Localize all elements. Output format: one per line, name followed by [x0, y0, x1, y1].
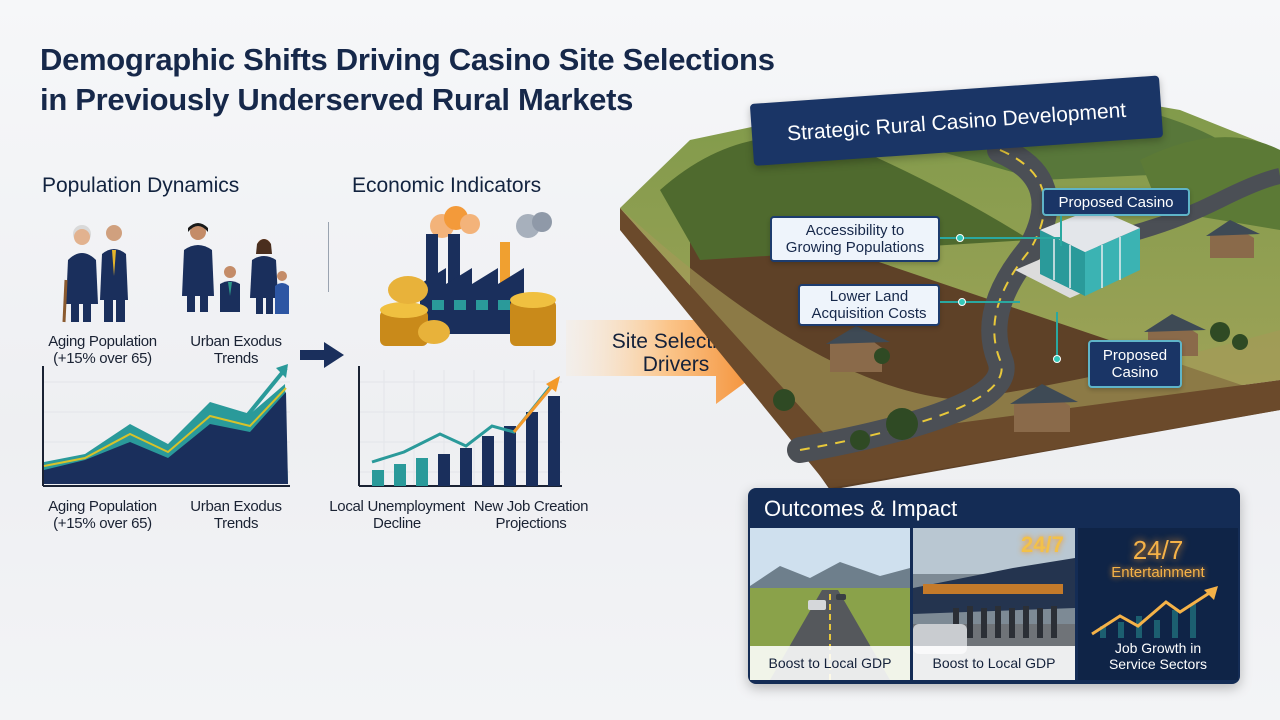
population-dynamics-heading: Population Dynamics	[42, 174, 240, 197]
accessibility-callout-line-1: Accessibility to	[805, 222, 905, 239]
coin-stack-right	[510, 292, 556, 346]
casino-bottom-marker	[1053, 355, 1061, 363]
crowd-sign-247: 24/7	[1021, 532, 1064, 557]
bar-4	[438, 454, 450, 486]
bar-1	[372, 470, 384, 486]
bar-2	[394, 464, 406, 486]
job-growth-caption-line-2: Service Sectors	[1108, 656, 1208, 672]
aging-population-label-line-2: (+15% over 65)	[53, 350, 152, 367]
unemployment-caption-line-1: Local Unemployment	[329, 498, 465, 515]
job-growth-caption-line-1: Job Growth in	[1114, 640, 1202, 656]
aging-population-caption: Aging Population (+15% over 65)	[40, 498, 165, 532]
unemployment-caption: Local Unemployment Decline	[326, 498, 468, 532]
urban-exodus-label-line-1: Urban Exodus	[190, 333, 282, 350]
job-creation-caption: New Job Creation Projections	[470, 498, 592, 532]
page-title: Demographic Shifts Driving Casino Site S…	[40, 40, 940, 120]
proposed-casino-callout-bottom-line-1: Proposed	[1102, 347, 1168, 364]
accessibility-marker	[956, 234, 964, 242]
site-selection-label-line-2: Drivers	[642, 353, 710, 376]
outcomes-panel: Outcomes & Impact Boost to Local GDP	[748, 488, 1240, 684]
orange-trend-arrow-head	[546, 376, 560, 392]
bar-5	[460, 448, 472, 486]
bar-9	[548, 396, 560, 486]
factory-coins-icon	[380, 206, 556, 346]
outcome-caption-gdp-2: Boost to Local GDP	[913, 646, 1075, 680]
family-icon	[182, 223, 289, 314]
farm-houses	[826, 220, 1260, 432]
smoke-clouds	[430, 206, 552, 238]
aging-population-label-line-1: Aging Population	[48, 333, 157, 350]
proposed-casino-callout-bottom: Proposed Casino	[1088, 340, 1182, 388]
trend-arrow-shaft	[244, 366, 288, 419]
land-cost-callout-line-1: Lower Land	[829, 288, 909, 305]
land-cost-marker	[958, 298, 966, 306]
outcomes-heading: Outcomes & Impact	[764, 496, 958, 521]
factory-building	[420, 268, 524, 334]
accessibility-connector	[940, 237, 1060, 239]
bar-6	[482, 436, 494, 486]
casino-top-connector	[1060, 216, 1062, 246]
outcome-caption-gdp-1: Boost to Local GDP	[750, 646, 910, 680]
flow-arrow-icon	[300, 342, 344, 368]
accessibility-callout-line-2: Growing Populations	[785, 239, 925, 256]
land-cost-callout-line-2: Acquisition Costs	[811, 305, 927, 322]
job-creation-caption-line-2: Projections	[495, 515, 567, 532]
unemployment-caption-line-2: Decline	[373, 515, 421, 532]
trees	[773, 322, 1248, 450]
job-creation-caption-line-1: New Job Creation	[473, 498, 589, 515]
bar-3	[416, 458, 428, 486]
outcome-panel-crowd: 24/7 Boost to Local GDP	[913, 528, 1075, 680]
bar-8	[526, 412, 538, 486]
title-line-2: in Previously Underserved Rural Markets	[40, 82, 634, 117]
yellow-trend-line	[43, 387, 287, 467]
urban-exodus-label-line-2: Trends	[213, 350, 259, 367]
outcome-panel-road: Boost to Local GDP	[750, 528, 910, 680]
proposed-casino-callout-bottom-line-2: Casino	[1111, 364, 1159, 381]
growth-arrow-chart	[1091, 586, 1218, 638]
urban-exodus-caption-line-2: Trends	[213, 515, 259, 532]
economic-bar-chart	[358, 366, 562, 487]
aging-population-label: Aging Population (+15% over 65)	[40, 333, 165, 367]
outcome-panel-growth: 24/7 Entertainment Job Growth in Service…	[1078, 528, 1238, 680]
urban-exodus-caption: Urban Exodus Trends	[176, 498, 296, 532]
population-trend-chart	[42, 364, 290, 487]
coin-stack-left	[380, 276, 450, 346]
aging-population-caption-line-2: (+15% over 65)	[53, 515, 152, 532]
urban-exodus-label: Urban Exodus Trends	[176, 333, 296, 367]
section-divider	[328, 222, 329, 292]
urban-exodus-caption-line-1: Urban Exodus	[190, 498, 282, 515]
job-growth-caption: Job Growth in Service Sectors	[1078, 640, 1238, 672]
economic-indicators-heading: Economic Indicators	[352, 174, 542, 197]
casino-bottom-connector	[1056, 312, 1058, 360]
land-cost-callout: Lower Land Acquisition Costs	[798, 284, 940, 326]
elderly-couple-icon	[62, 225, 128, 323]
aging-population-caption-line-1: Aging Population	[48, 498, 157, 515]
trend-arrow-head	[276, 364, 288, 378]
bar-7	[504, 426, 516, 486]
proposed-casino-callout-top: Proposed Casino	[1042, 188, 1190, 216]
orange-trend-arrow	[512, 383, 556, 433]
accessibility-callout: Accessibility to Growing Populations	[770, 216, 940, 262]
entertainment-label: Entertainment	[1111, 564, 1205, 581]
headline-247: 24/7	[1132, 535, 1184, 565]
title-line-1: Demographic Shifts Driving Casino Site S…	[40, 42, 775, 77]
casino-building	[1015, 208, 1140, 298]
navy-area	[44, 392, 288, 484]
land-cost-connector	[940, 301, 1020, 303]
